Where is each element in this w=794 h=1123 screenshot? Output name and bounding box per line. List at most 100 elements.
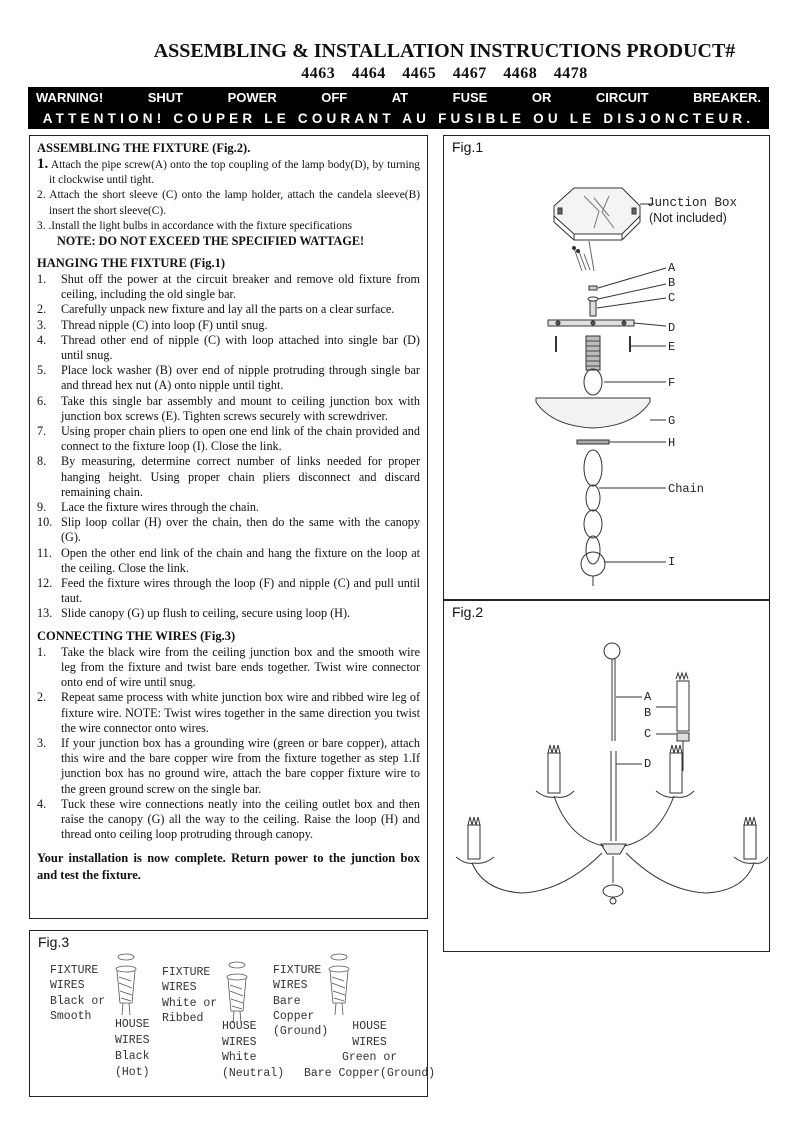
part-label-d: D — [644, 757, 652, 771]
warning-word: POWER — [227, 90, 277, 105]
step-number: 9. — [37, 500, 47, 515]
part-label-c: C — [668, 291, 676, 305]
warning-word: CIRCUIT — [595, 90, 649, 105]
part-label-d: D — [668, 321, 676, 335]
step-number: 4. — [37, 332, 47, 347]
step-text: By measuring, determine correct number o… — [61, 454, 420, 499]
step-number: 6. — [37, 393, 47, 408]
house-wires-ground: HOUSE WIRES Green or Bare Copper(Ground) — [304, 1020, 436, 1080]
assembling-heading: ASSEMBLING THE FIXTURE (Fig.2). — [37, 141, 251, 155]
hanging-step-3: 3. Thread nipple (C) into loop (F) until … — [37, 318, 420, 333]
step-text: Lace the fixture wires through the chain… — [61, 500, 259, 515]
warning-word: AT — [391, 90, 409, 105]
fixture-wires-black: FIXTURE WIRES Black or Smooth — [50, 964, 106, 1023]
junction-box-label: Junction Box — [647, 196, 738, 210]
step-text: Take this single bar assembly and mount … — [61, 393, 420, 423]
hanging-step-13: 13. Slide canopy (G) up flush to ceiling,… — [37, 606, 420, 621]
hanging-step-11: 11. Open the other end link of the chain … — [37, 546, 420, 576]
step-text: Slide canopy (G) up flush to ceiling, se… — [61, 606, 351, 621]
step-text: Shut off the power at the circuit breake… — [61, 272, 420, 302]
step-text: Tuck these wire connections neatly into … — [61, 796, 420, 842]
part-label-f: F — [668, 376, 676, 390]
hanging-step-7: 7. Using proper chain pliers to open one … — [37, 424, 420, 454]
warning-bar-french: ATTENTION! COUPER LE COURANT AU FUSIBLE … — [28, 108, 769, 129]
warning-word: OFF — [321, 90, 348, 105]
step-number: 8. — [37, 454, 47, 469]
fixture-diagram — [455, 642, 769, 905]
step-text: Repeat same process with white junction … — [61, 690, 420, 735]
step-number: 11. — [37, 545, 52, 560]
fixture-wires-ground: FIXTURE WIRES Bare Copper (Ground) — [273, 964, 329, 1039]
part-label-c: C — [644, 727, 652, 741]
page-title: ASSEMBLING & INSTALLATION INSTRUCTIONS P… — [153, 40, 736, 62]
step-text: Slip loop collar (H) over the chain, the… — [61, 515, 420, 545]
step-text: Take the black wire from the ceiling jun… — [61, 644, 420, 690]
step-number: 7. — [37, 424, 47, 439]
step-number: 4. — [37, 796, 47, 811]
step-text: Thread nipple (C) into loop (F) until sn… — [61, 317, 268, 332]
step-number: 5. — [37, 363, 47, 378]
warning-word: BREAKER. — [693, 90, 761, 105]
hanging-step-12: 12. Feed the fixture wires through the lo… — [37, 576, 420, 606]
step-number: 2. — [37, 302, 47, 317]
not-included-label: (Not included) — [649, 211, 727, 225]
step-number: 3. — [37, 317, 47, 332]
hanging-step-9: 9. Lace the fixture wires through the cha… — [37, 500, 420, 515]
step-text: Thread other end of nipple (C) with loop… — [61, 332, 420, 363]
figure-1-label: Fig.1 — [452, 139, 484, 155]
step-number: 2. — [37, 690, 47, 705]
connecting-step-3: 3. If your junction box has a grounding w… — [37, 736, 420, 797]
step-number: 3. — [37, 735, 47, 750]
part-label-a: A — [668, 261, 676, 275]
product-numbers: 4463 4464 4465 4467 4468 4478 — [301, 65, 588, 82]
hanging-diagram — [535, 187, 667, 586]
part-label-i: I — [668, 555, 676, 569]
step-number: 1. — [37, 644, 47, 659]
connecting-heading: CONNECTING THE WIRES (Fig.3) — [37, 628, 236, 643]
warning-word: SHUT — [147, 90, 184, 105]
step-text: Feed the fixture wires through the loop … — [61, 576, 420, 606]
hanging-step-6: 6. Take this single bar assembly and moun… — [37, 394, 420, 424]
hanging-heading: HANGING THE FIXTURE (Fig.1) — [37, 256, 225, 271]
hanging-step-1: 1. Shut off the power at the circuit brea… — [37, 272, 420, 302]
warning-bar-english: WARNING! SHUT POWER OFF AT FUSE OR CIRCU… — [28, 87, 769, 108]
assembling-step-1: 1. Attach the pipe screw(A) onto the top… — [37, 156, 420, 188]
figure-1-panel: Fig.1 — [443, 135, 770, 600]
wire-connector-diagram — [115, 953, 350, 1024]
completion-note: Your installation is now complete. Retur… — [37, 851, 420, 883]
step-text: Place lock washer (B) over end of nipple… — [61, 363, 420, 393]
hanging-step-5: 5. Place lock washer (B) over end of nipp… — [37, 363, 420, 393]
wattage-note: NOTE: DO NOT EXCEED THE SPECIFIED WATTAG… — [57, 234, 365, 249]
part-label-b: B — [644, 706, 652, 720]
step-number: 12. — [37, 576, 53, 591]
part-label-g: G — [668, 414, 676, 428]
hanging-step-2: 2.Carefully unpack new fixture and lay a… — [37, 302, 420, 317]
hanging-step-10: 10. Slip loop collar (H) over the chain, … — [37, 515, 420, 545]
house-wires-white: HOUSE WIRES White (Neutral) — [222, 1020, 285, 1080]
step-number: 10. — [37, 515, 53, 530]
figure-3-label: Fig.3 — [38, 934, 70, 950]
connecting-steps-list: 1. Take the black wire from the ceiling j… — [37, 645, 420, 843]
step-text: Open the other end link of the chain and… — [61, 545, 420, 575]
step-number: 13. — [37, 606, 53, 621]
hanging-step-4: 4. Thread other end of nipple (C) with lo… — [37, 333, 420, 363]
assembling-step-3: 3. .Install the light bulbs in accordanc… — [37, 219, 353, 232]
figure-2-panel: Fig.2 — [443, 600, 770, 952]
part-label-e: E — [668, 340, 676, 354]
fixture-wires-white: FIXTURE WIRES White or Ribbed — [162, 966, 218, 1025]
part-label-chain: Chain — [668, 482, 705, 496]
connecting-step-2: 2. Repeat same process with white junctio… — [37, 690, 420, 736]
figure-3-panel: Fig.3 — [29, 930, 435, 1097]
instructions-panel: ASSEMBLING THE FIXTURE (Fig.2). 1. Attac… — [29, 135, 428, 919]
step-text: If your junction box has a grounding wir… — [61, 735, 420, 796]
warning-word: OR — [531, 90, 552, 105]
step-number: 1. — [37, 156, 49, 172]
hanging-steps-list: 1. Shut off the power at the circuit brea… — [37, 272, 420, 622]
part-label-b: B — [668, 276, 676, 290]
figure-2-label: Fig.2 — [452, 604, 484, 620]
step-text: Using proper chain pliers to open one en… — [61, 424, 420, 454]
warning-word: WARNING! — [36, 90, 104, 105]
house-wires-black: HOUSE WIRES Black (Hot) — [115, 1018, 150, 1079]
part-label-a: A — [644, 690, 652, 704]
step-number: 1. — [37, 272, 47, 287]
